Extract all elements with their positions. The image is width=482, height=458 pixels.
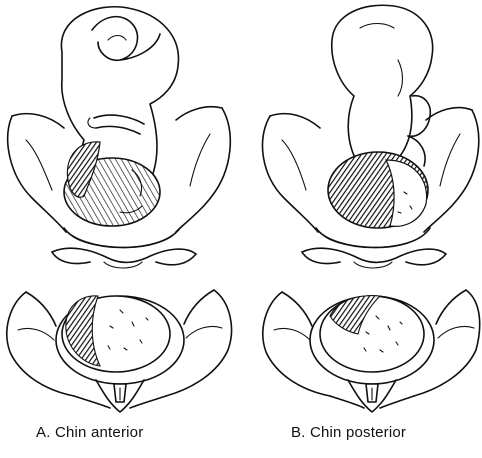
panel-b (262, 5, 479, 412)
caption-chin-anterior: A. Chin anterior (36, 424, 143, 441)
panel-a (7, 7, 232, 412)
fetus-chin-anterior (61, 7, 178, 226)
pelvic-inlet-view-a (7, 290, 232, 412)
fetus-chin-posterior (328, 5, 433, 228)
pelvic-inlet-view-b (263, 290, 480, 412)
caption-chin-posterior: B. Chin posterior (291, 424, 406, 441)
